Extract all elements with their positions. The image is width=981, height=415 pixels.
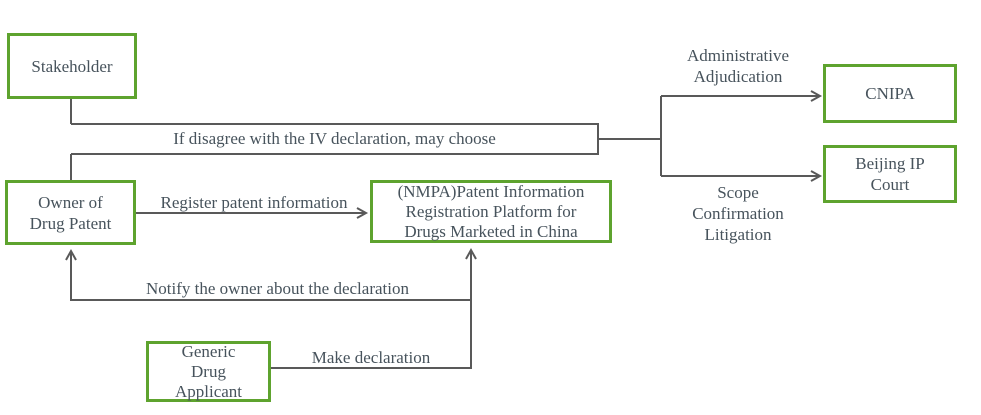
- node-owner-label-line2: Drug Patent: [29, 213, 112, 233]
- edge-label-disagree: If disagree with the IV declaration, may…: [173, 129, 496, 148]
- node-owner-of-drug-patent: Owner of Drug Patent: [5, 180, 136, 245]
- edge-label-make-declaration: Make declaration: [311, 348, 431, 367]
- node-generic-label-line2: Drug: [191, 361, 226, 381]
- edge-make-declaration: [271, 247, 477, 369]
- edge-label-scope-confirmation-litigation: Scope Confirmation Litigation: [692, 183, 784, 244]
- node-generic-drug-applicant: Generic Drug Applicant: [146, 341, 271, 402]
- node-nmpa-label-line2: Registration Platform for: [405, 201, 577, 221]
- node-nmpa-label-line1: (NMPA)Patent Information: [397, 181, 585, 201]
- node-generic-label-line3: Applicant: [174, 381, 243, 401]
- node-cnipa: CNIPA: [823, 64, 957, 123]
- node-stakeholder: Stakeholder: [7, 33, 137, 99]
- edge-notify-owner: [65, 248, 471, 301]
- node-nmpa-platform: (NMPA)Patent Information Registration Pl…: [370, 180, 612, 243]
- node-beijing-ip-court: Beijing IP Court: [823, 145, 957, 203]
- edge-label-notify-owner: Notify the owner about the declaration: [146, 279, 409, 298]
- node-beijing-label-line1: Beijing IP: [855, 154, 925, 173]
- node-generic-label-line1: Generic: [181, 341, 236, 361]
- edge-label-register-patent-information: Register patent information: [160, 193, 348, 212]
- node-nmpa-label-line3: Drugs Marketed in China: [404, 221, 578, 241]
- node-owner-label-line1: Owner of: [38, 192, 103, 212]
- node-stakeholder-label: Stakeholder: [31, 56, 113, 76]
- node-beijing-label-line2: Court: [870, 175, 910, 194]
- node-cnipa-label: CNIPA: [865, 84, 915, 103]
- edge-label-administrative-adjudication: Administrative Adjudication: [687, 46, 789, 86]
